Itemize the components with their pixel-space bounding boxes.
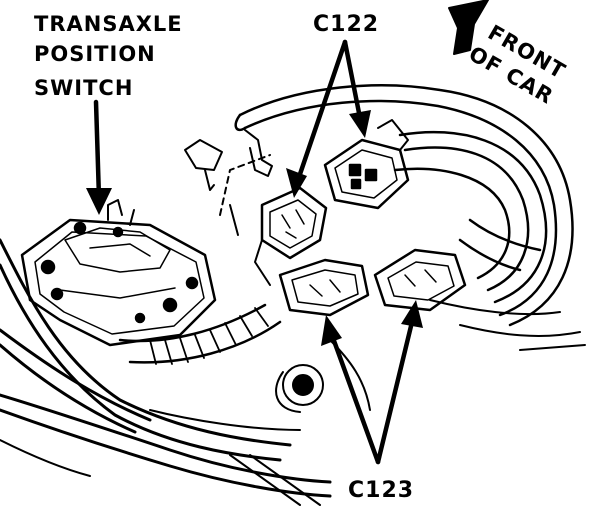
c123-connector-right (373, 248, 467, 312)
pointer-arrows (86, 39, 423, 465)
arrow-c123-left-head (321, 315, 342, 346)
arrow-c122-right (342, 39, 363, 121)
c122-connector-left (254, 186, 328, 286)
corrugated-harness (118, 303, 282, 365)
transaxle-label-line1: TRANSAXLE (34, 12, 183, 36)
c122-label: C122 (313, 12, 380, 37)
arrow-c123-left (330, 335, 381, 465)
position-label-line2: POSITION (34, 42, 156, 66)
terminal-clip (184, 129, 273, 236)
front-direction-arrow (448, 0, 489, 55)
c123-label: C123 (348, 478, 415, 503)
switch-label-line3: SWITCH (34, 76, 134, 100)
arrow-c122-left (295, 39, 348, 183)
arrow-to-switch (93, 99, 102, 201)
wire-bundle (234, 84, 586, 351)
c123-connector-left (278, 258, 370, 317)
arrow-to-switch-head (86, 188, 112, 215)
arrow-c123-right (375, 319, 415, 465)
lower-mount (275, 339, 371, 413)
arrow-c123-right-head (401, 300, 423, 328)
c122-connector-right (323, 119, 410, 210)
arrow-c122-right-head (349, 110, 371, 138)
arrow-c122-left-head (286, 168, 307, 198)
transaxle-position-switch (20, 199, 217, 347)
